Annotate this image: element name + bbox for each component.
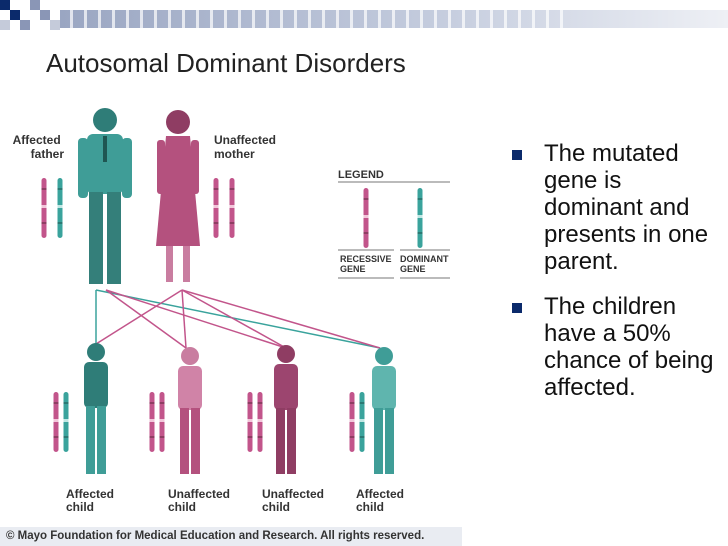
child-2-chromosomes [149,392,165,452]
legend-title: LEGEND [338,169,384,181]
father-figure [78,108,132,284]
inheritance-lines [95,289,381,349]
mother-chromosome-pair [213,178,235,238]
legend-recessive-label: RECESSIVE GENE [340,254,394,274]
bullet-text: The mutated gene is dominant and present… [544,140,709,275]
child-4-figure [372,347,396,474]
copyright-text: © Mayo Foundation for Medical Education … [6,530,425,542]
mother-label: Unaffected mother [214,133,279,161]
bullet-square-icon [512,150,522,160]
child-3-label: Unaffected child [262,487,327,514]
legend-dominant-label: DOMINANT GENE [400,254,451,274]
child-4-label: Affected child [356,487,407,514]
father-chromosome-pair [41,178,63,238]
slide-title: Autosomal Dominant Disorders [46,48,406,78]
top-decoration-bar [0,0,728,30]
child-1-figure [84,343,108,474]
bullet-square-icon [512,303,522,313]
bullet-item: The children have a 50% chance of being … [512,293,722,401]
bullet-text: The children have a 50% chance of being … [544,293,714,401]
child-4-chromosomes [349,392,365,452]
legend: LEGEND RECESSIVE GENE DOMINANT GENE [338,169,451,279]
father-label: Affected father [13,133,65,161]
child-2-label: Unaffected child [168,487,233,514]
child-2-figure [178,347,202,474]
inheritance-diagram: Affected father Unaffected mother LEGEND… [13,108,451,514]
copyright-bar: © Mayo Foundation for Medical Education … [0,527,462,546]
bullet-list: The mutated gene is dominant and present… [512,140,722,419]
mother-figure [156,110,200,282]
child-1-label: Affected child [66,487,117,514]
child-3-chromosomes [247,392,263,452]
bullet-item: The mutated gene is dominant and present… [512,140,722,275]
child-1-chromosomes [53,392,69,452]
child-3-figure [274,345,298,474]
